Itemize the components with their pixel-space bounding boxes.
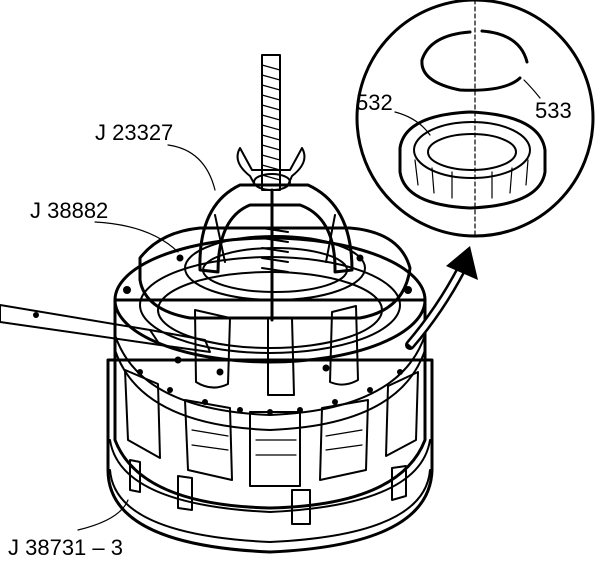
- clutch-drum: [113, 298, 427, 510]
- spring: [261, 227, 289, 273]
- detail-inset: [355, 0, 595, 238]
- threaded-rod: [261, 54, 281, 322]
- lever-bar: [0, 304, 211, 353]
- snap-ring: [420, 29, 529, 92]
- curved-arrow: [405, 246, 478, 350]
- wing-nut: [236, 147, 306, 191]
- label-533: 533: [535, 98, 572, 123]
- bridge-tool: [198, 183, 354, 274]
- housing-base: [106, 358, 434, 554]
- housing-slots: [129, 459, 407, 525]
- label-j23327: J 23327: [95, 120, 173, 145]
- label-j38882: J 38882: [30, 198, 108, 223]
- drum-top: [113, 236, 427, 376]
- rim-holes: [137, 369, 403, 415]
- label-532: 532: [356, 90, 393, 115]
- label-j38731-3: J 38731 – 3: [8, 535, 123, 560]
- leader-lines: [77, 79, 541, 531]
- bearing: [398, 110, 547, 210]
